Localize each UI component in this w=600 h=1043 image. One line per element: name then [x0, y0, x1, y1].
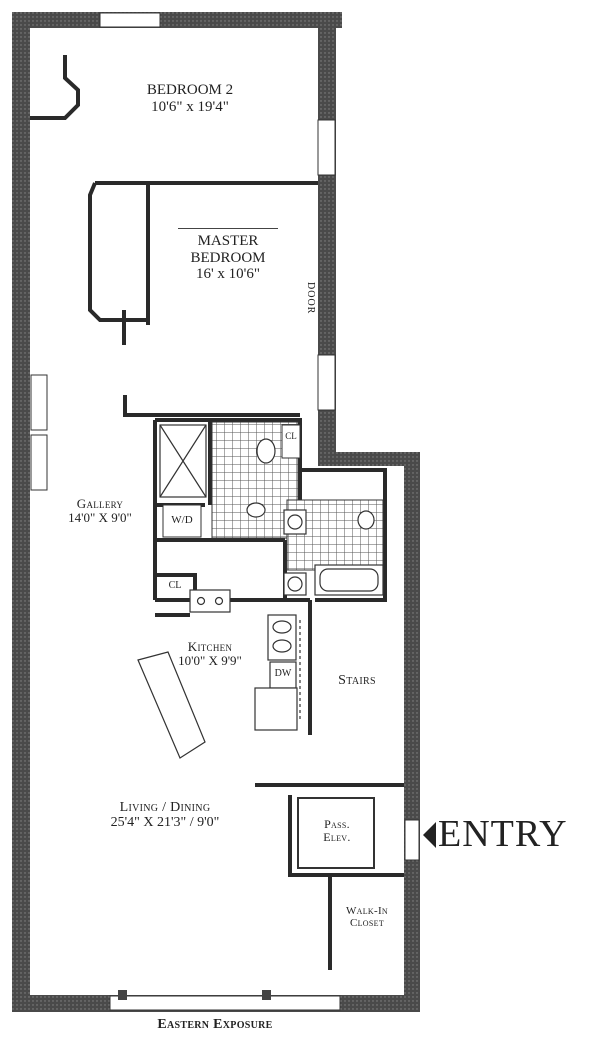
door-label: DOOR	[305, 282, 316, 315]
room-bedroom2-name: BEDROOM 2	[146, 82, 234, 98]
windows	[30, 12, 420, 1011]
elevator-line2: Elev.	[323, 830, 351, 845]
toilets	[246, 438, 375, 530]
kitchen-closet-label: CL	[168, 580, 182, 591]
columns	[118, 990, 271, 1000]
room-gallery-label: Gallery 14'0" X 9'0"	[40, 496, 160, 526]
washer-dryer-box	[162, 504, 202, 538]
master-divider-line	[178, 228, 278, 229]
room-kitchen-name: Kitchen	[187, 639, 233, 654]
walkin-line1: Walk-In	[345, 905, 389, 917]
room-living-name: Living / Dining	[119, 800, 211, 815]
washer-dryer-label: W/D	[171, 514, 193, 526]
bath-closet-label: CL	[285, 431, 297, 441]
entry-label: ENTRY	[438, 813, 568, 855]
kitchen-fixtures	[137, 589, 301, 759]
shower-stall	[159, 424, 207, 498]
room-kitchen-dims: 10'0" X 9'9"	[178, 653, 242, 669]
room-living-label: Living / Dining 25'4" X 21'3" / 9'0"	[60, 800, 270, 831]
sinks	[283, 509, 307, 596]
room-master-name-line1: MASTER	[197, 233, 259, 249]
elevator-shaft	[297, 797, 375, 869]
exposure-label: Eastern Exposure	[157, 1017, 273, 1032]
elevator-line1: Pass.	[324, 817, 350, 831]
bath-closet	[281, 424, 301, 459]
walkin-line2: Closet	[349, 917, 385, 930]
entry-arrow-icon	[423, 822, 436, 848]
dishwasher-label: DW	[274, 668, 292, 679]
room-bedroom2-dims: 10'6" x 19'4"	[151, 98, 229, 115]
room-master-name-line2: BEDROOM	[190, 249, 266, 266]
elevator-label: Pass. Elev.	[300, 817, 374, 845]
room-gallery-name: Gallery	[76, 496, 124, 511]
walkin-closet-label: Walk-In Closet	[332, 905, 402, 929]
room-stairs-label: Stairs	[338, 673, 376, 688]
room-gallery-dims: 14'0" X 9'0"	[68, 510, 132, 526]
room-living-dims: 25'4" X 21'3" / 9'0"	[110, 815, 220, 831]
room-kitchen-label: Kitchen 10'0" X 9'9"	[160, 639, 260, 669]
room-bedroom2-label: BEDROOM 2 10'6" x 19'4"	[120, 82, 260, 115]
room-master-dims: 16' x 10'6"	[195, 266, 261, 282]
room-master-label: MASTER BEDROOM 16' x 10'6"	[163, 228, 293, 283]
bathtub	[314, 564, 384, 596]
